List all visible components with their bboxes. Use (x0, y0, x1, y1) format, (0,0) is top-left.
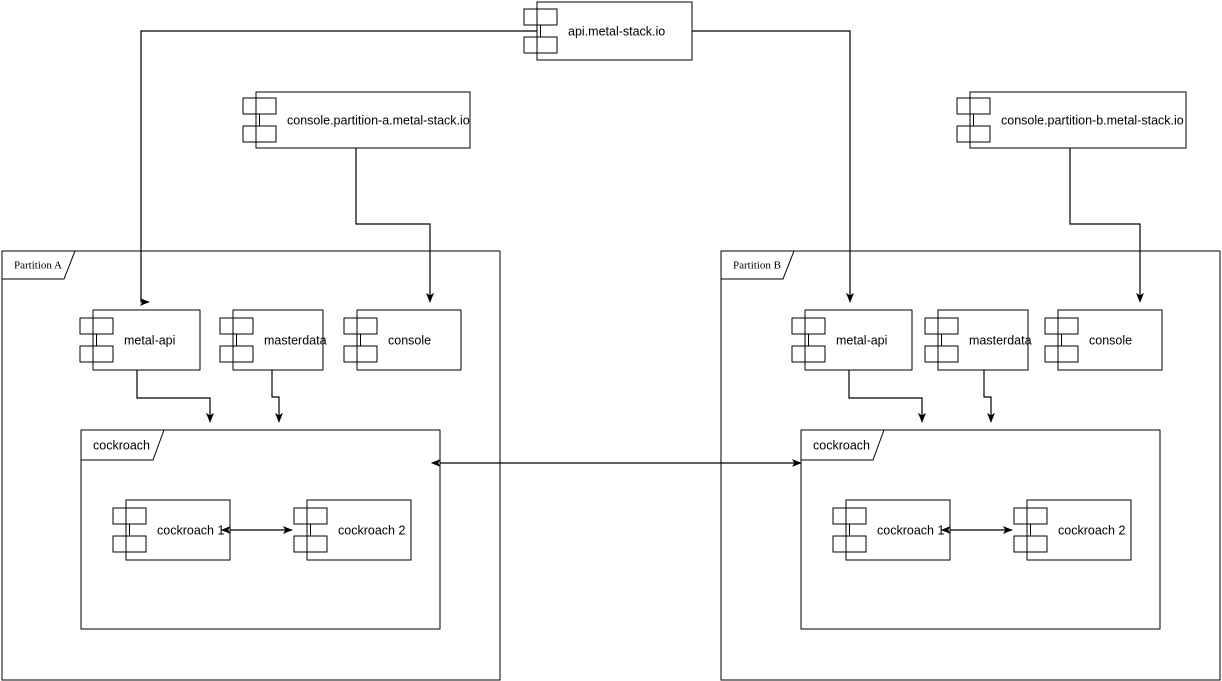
node-frame-b-cockroach[interactable]: cockroach (800, 429, 1161, 630)
component-label: masterdata (969, 333, 1032, 347)
component-port-upper (293, 507, 328, 525)
component-port-upper (832, 507, 867, 525)
component-console-b[interactable]: console.partition-b.metal-stack.io (956, 91, 1187, 149)
frame-body (720, 250, 1221, 681)
connector-a-metal-api-to-cockroach[interactable] (136, 370, 214, 423)
component-port-lower (343, 345, 378, 363)
component-body (356, 309, 462, 371)
component-port-upper (219, 317, 254, 335)
component-body (232, 309, 324, 371)
component-port-lower (79, 345, 114, 363)
component-a-cockroach-2[interactable]: cockroach 2 (293, 499, 412, 561)
frame-tab (801, 429, 885, 461)
frame-label: cockroach (813, 438, 870, 452)
component-label: console (1089, 333, 1132, 347)
component-label: cockroach 1 (877, 523, 944, 537)
connector-api-to-b-metal-api[interactable] (692, 30, 854, 303)
component-port-lower (1013, 535, 1048, 553)
component-port-upper (242, 97, 277, 115)
component-b-masterdata[interactable]: masterdata (924, 309, 1032, 371)
frame-label: Partition A (14, 260, 62, 272)
component-body (306, 499, 412, 561)
component-port-upper (112, 507, 147, 525)
component-port-upper (1044, 317, 1079, 335)
frame-tab (81, 429, 165, 461)
component-body (1057, 309, 1163, 371)
component-port-lower (523, 36, 558, 54)
component-port-upper (523, 8, 558, 26)
component-body (937, 309, 1029, 371)
component-port-lower (956, 125, 991, 143)
frame-body (80, 429, 441, 630)
component-port-lower (219, 345, 254, 363)
component-port-lower (832, 535, 867, 553)
component-label: console.partition-b.metal-stack.io (1001, 113, 1184, 127)
component-label: console.partition-a.metal-stack.io (287, 113, 470, 127)
connector-api-to-a-metal-api[interactable] (139, 30, 537, 306)
component-console-a[interactable]: console.partition-a.metal-stack.io (242, 91, 471, 149)
connector-b-metal-api-to-cockroach[interactable] (848, 370, 926, 423)
frame-body (800, 429, 1161, 630)
partition-frame-partition-a[interactable]: Partition A (1, 250, 501, 681)
component-label: cockroach 2 (1058, 523, 1125, 537)
connector-console-a-to-a-console[interactable] (355, 148, 434, 303)
component-a-masterdata[interactable]: masterdata (219, 309, 327, 371)
component-a-console[interactable]: console (343, 309, 462, 371)
component-body (92, 309, 201, 371)
connector-a-masterdata-to-cockroach[interactable] (271, 370, 283, 423)
component-a-metal-api[interactable]: metal-api (79, 309, 201, 371)
connection-layer (136, 30, 1144, 534)
frame-label: Partition B (733, 260, 781, 272)
node-frame-a-cockroach[interactable]: cockroach (80, 429, 441, 630)
component-port-upper (924, 317, 959, 335)
component-label: cockroach 2 (338, 523, 405, 537)
component-body (845, 499, 951, 561)
component-b-metal-api[interactable]: metal-api (791, 309, 913, 371)
component-port-lower (791, 345, 826, 363)
partition-frame-partition-b[interactable]: Partition B (720, 250, 1221, 681)
component-b-cockroach-1[interactable]: cockroach 1 (832, 499, 951, 561)
component-port-lower (112, 535, 147, 553)
component-label: api.metal-stack.io (568, 24, 665, 38)
frame-label: cockroach (93, 438, 150, 452)
component-port-lower (293, 535, 328, 553)
component-body (255, 91, 471, 149)
connector-console-b-to-b-console[interactable] (1069, 148, 1144, 303)
partition-layer: Partition A cockroach Partition B cockroach (1, 250, 1221, 681)
component-b-console[interactable]: console (1044, 309, 1163, 371)
component-port-upper (343, 317, 378, 335)
component-port-upper (791, 317, 826, 335)
frame-body (1, 250, 501, 681)
component-api[interactable]: api.metal-stack.io (523, 1, 693, 61)
component-port-upper (79, 317, 114, 335)
component-body (125, 499, 231, 561)
component-b-cockroach-2[interactable]: cockroach 2 (1013, 499, 1132, 561)
frame-tab (2, 250, 76, 280)
component-port-upper (956, 97, 991, 115)
component-label: metal-api (836, 333, 887, 347)
component-label: masterdata (264, 333, 327, 347)
component-a-cockroach-1[interactable]: cockroach 1 (112, 499, 231, 561)
component-port-upper (1013, 507, 1048, 525)
component-port-lower (1044, 345, 1079, 363)
component-label: cockroach 1 (157, 523, 224, 537)
component-port-lower (242, 125, 277, 143)
component-label: metal-api (124, 333, 175, 347)
component-body (969, 91, 1187, 149)
component-label: console (388, 333, 431, 347)
connector-b-masterdata-to-cockroach[interactable] (983, 370, 995, 423)
component-body (804, 309, 913, 371)
component-body (536, 1, 693, 61)
component-port-lower (924, 345, 959, 363)
component-layer: metal-api masterdata console cockroach 1 coc… (79, 1, 1187, 561)
frame-tab (721, 250, 795, 280)
component-body (1026, 499, 1132, 561)
